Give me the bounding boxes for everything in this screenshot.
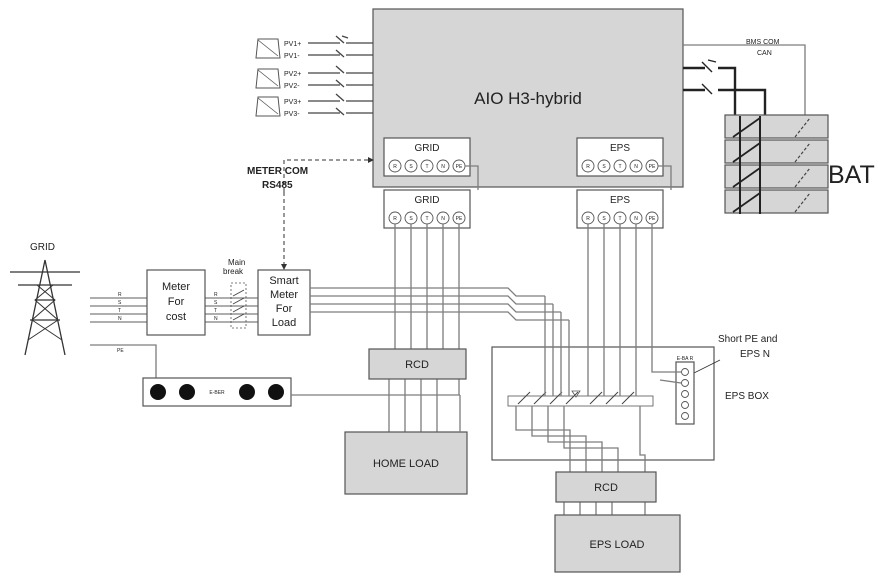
phase-n-label-2: N [214, 316, 218, 322]
phase-t-label: T [118, 308, 121, 314]
rcd-home-label: RCD [405, 359, 429, 371]
inverter-title: AIO H3-hybrid [474, 89, 582, 108]
home-load-label: HOME LOAD [373, 458, 439, 470]
eps-feed-lines [515, 224, 682, 520]
grid-lower-terminal-pe: PE [456, 216, 463, 222]
phase-r-label-2: R [214, 292, 218, 298]
eps-lower-terminal-n: N [634, 216, 638, 222]
eps-upper-terminals: R S T N PE [581, 159, 659, 173]
battery-stack [724, 114, 829, 214]
eps-upper-terminal-n: N [634, 164, 638, 170]
grid-feed-lines [388, 224, 460, 432]
eps-lower-terminal-pe: PE [649, 216, 656, 222]
pv-array-1: PV1+ PV1- [255, 35, 373, 60]
grid-lower-terminal-s: S [409, 216, 413, 222]
grid-lower-terminal-r: R [393, 216, 397, 222]
eps-port-upper-label: EPS [610, 143, 630, 154]
meter-cost-line3: cost [166, 311, 186, 323]
pv1-plus-label: PV1+ [284, 41, 301, 48]
pv1-minus-label: PV1- [284, 53, 300, 60]
eps-breaker-bus [507, 395, 654, 407]
smart-meter-line3: For [276, 303, 293, 315]
rcd-eps-label: RCD [594, 482, 618, 494]
eps-box-label: EPS BOX [725, 391, 769, 402]
main-break-box [230, 282, 247, 329]
phase-lines [90, 297, 258, 323]
pv3-plus-label: PV3+ [284, 99, 301, 106]
grid-port-lower-label: GRID [415, 195, 440, 206]
phase-s-label-2: S [214, 300, 218, 306]
main-bus-lines [310, 287, 569, 321]
eps-load-label: EPS LOAD [589, 539, 644, 551]
pv-array-2: PV2+ PV2- [255, 65, 373, 90]
grid-tower-icon [10, 259, 80, 356]
grid-source-label: GRID [30, 242, 55, 253]
home-load-box [344, 431, 468, 495]
meter-cost-line2: For [168, 296, 185, 308]
main-break-line2: break [223, 267, 244, 276]
grid-port-upper-label: GRID [415, 143, 440, 154]
bms-can-label: CAN [757, 50, 772, 57]
phase-n-label: N [118, 316, 122, 322]
eps-upper-terminal-r: R [586, 164, 590, 170]
smart-meter-line2: Meter [270, 289, 298, 301]
grid-upper-terminals: R S T N PE [388, 159, 466, 173]
smart-meter-line1: Smart [269, 275, 298, 287]
pe-line-label: PE [117, 348, 124, 354]
grid-upper-terminal-t: T [425, 164, 428, 170]
main-break-line1: Main [228, 258, 245, 267]
smart-meter-box [257, 269, 311, 336]
ebar [142, 377, 292, 407]
short-note-line1: Short PE and [718, 334, 777, 345]
phase-s-label: S [118, 300, 122, 306]
phase-r-label: R [118, 292, 122, 298]
ebar-label: E-BER [209, 390, 225, 396]
meter-cost-line1: Meter [162, 281, 190, 293]
meter-com-label: METER COM [247, 166, 308, 177]
battery-label: BAT [828, 161, 875, 189]
eps-upper-terminal-s: S [602, 164, 606, 170]
eps-upper-terminal-pe: PE [649, 164, 656, 170]
meter-cost-box [146, 269, 206, 336]
grid-upper-terminal-n: N [441, 164, 445, 170]
grid-upper-terminal-r: R [393, 164, 397, 170]
pv-array-3: PV3+ PV3- [255, 93, 373, 118]
grid-lower-terminal-t: T [425, 216, 428, 222]
eps-upper-terminal-t: T [618, 164, 621, 170]
grid-lower-terminal-n: N [441, 216, 445, 222]
pv3-minus-label: PV3- [284, 111, 300, 118]
eps-lower-terminal-t: T [618, 216, 621, 222]
eps-load-box [554, 514, 681, 573]
meter-rs485-label: RS485 [262, 180, 293, 191]
grid-upper-terminal-s: S [409, 164, 413, 170]
eps-lower-terminal-r: R [586, 216, 590, 222]
rcd-eps-box [555, 471, 657, 503]
eps-port-lower-label: EPS [610, 195, 630, 206]
eps-lower-terminal-s: S [602, 216, 606, 222]
bms-com-label: BMS COM [746, 39, 780, 46]
phase-t-label-2: T [214, 308, 217, 314]
short-note-line2: EPS N [740, 349, 770, 360]
smart-meter-line4: Load [272, 317, 296, 329]
rcd-home-box [368, 348, 467, 380]
pv2-minus-label: PV2- [284, 83, 300, 90]
eps-ebar-label: E-BA R [677, 356, 694, 362]
grid-upper-terminal-pe: PE [456, 164, 463, 170]
grid-lower-terminals: R S T N PE [388, 211, 466, 225]
pv2-plus-label: PV2+ [284, 71, 301, 78]
